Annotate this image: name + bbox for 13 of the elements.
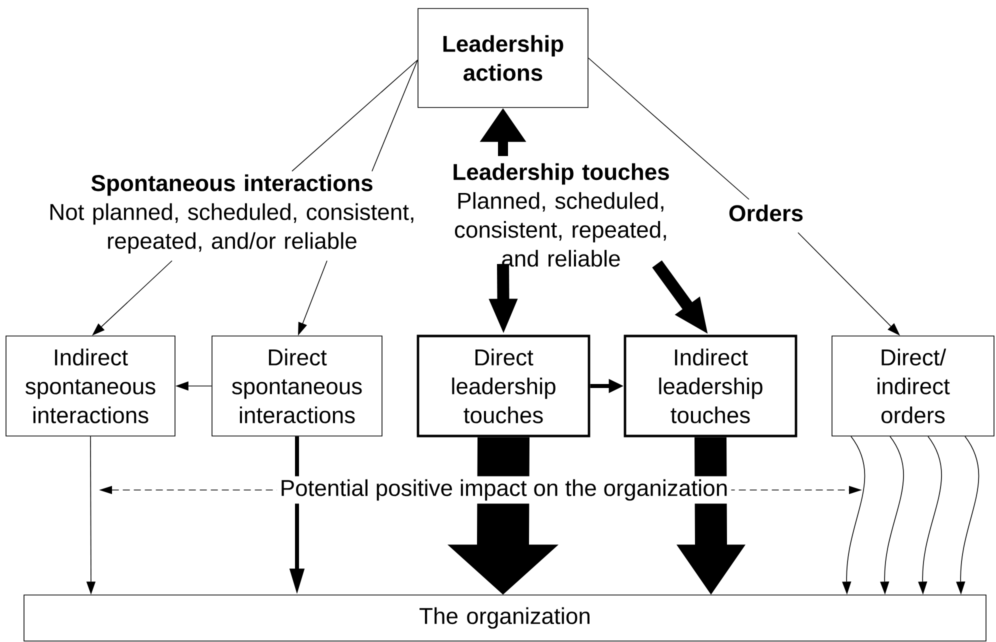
connector-line [372, 60, 418, 172]
process-box: Direct spontaneous interactions [212, 336, 382, 436]
connector-line [292, 60, 418, 172]
process-box: Direct/ indirect orders [832, 336, 994, 436]
organization-box: The organization [24, 594, 986, 642]
impact-label: Potential positive impact on the organization [276, 476, 732, 504]
process-box: Indirect leadership touches [624, 334, 798, 438]
process-box: Indirect spontaneous interactions [6, 336, 176, 436]
process-box: Leadership actions [418, 8, 588, 108]
category-label: Spontaneous interactions Not planned, scheduled, consistent, repeated, and/or reliable [50, 174, 414, 254]
connector-line [588, 58, 750, 200]
process-box: Direct leadership touches [416, 334, 590, 438]
category-label: Orders [729, 204, 803, 222]
